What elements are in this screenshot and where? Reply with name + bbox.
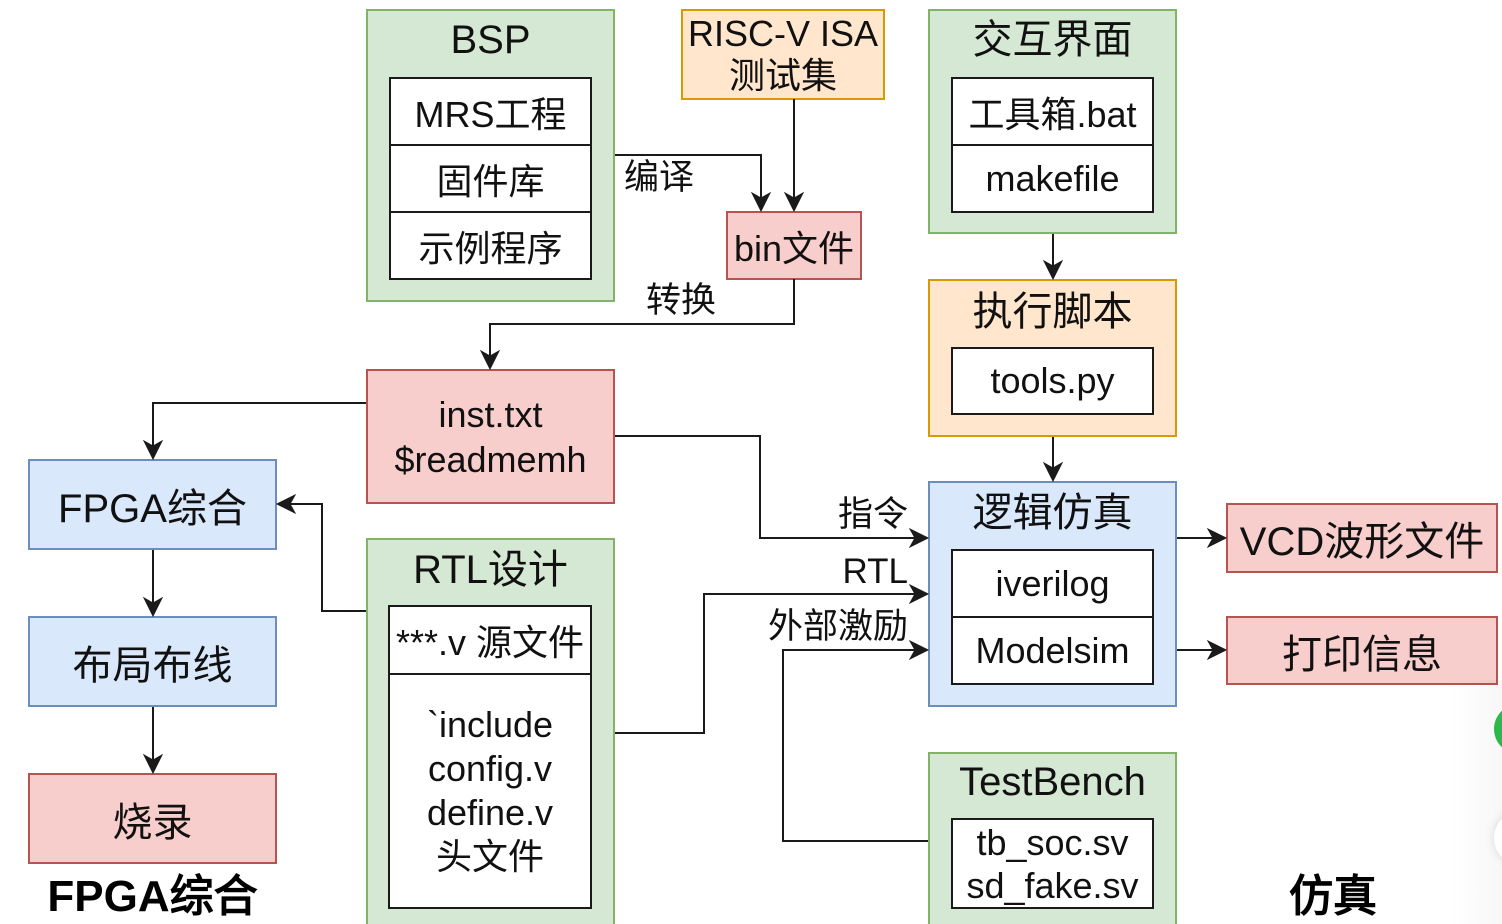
edge-place-route-to-program — [142, 707, 164, 775]
rtl-header-line: 头文件 — [435, 836, 544, 877]
inst-file-line: inst.txt — [438, 393, 543, 435]
exec-script-item: tools.py — [990, 360, 1115, 401]
logic-sim-title: 逻辑仿真 — [972, 491, 1133, 535]
print-info-node: 打印信息 — [1226, 616, 1498, 685]
white-circle-icon[interactable] — [1494, 811, 1502, 865]
fpga-section-title: FPGA综合 — [47, 872, 258, 921]
exec-script-group: 执行脚本 tools.py — [928, 279, 1177, 437]
arrowhead — [908, 583, 930, 605]
ui-item-list: 工具箱.bat makefile — [951, 77, 1154, 213]
bsp-group: BSP MRS工程 固件库 示例程序 — [366, 9, 615, 302]
rtl-header-line: `include — [426, 704, 554, 745]
arrowhead — [908, 527, 930, 549]
edge-line — [290, 503, 366, 612]
bsp-title: BSP — [450, 18, 531, 62]
logic-sim-group: 逻辑仿真 iverilog Modelsim — [928, 481, 1177, 707]
arrowhead — [1042, 259, 1064, 281]
edge-logic-sim-to-print-info — [1177, 639, 1228, 661]
fpga-synth-label: FPGA综合 — [58, 486, 247, 531]
arrowhead — [1206, 639, 1228, 661]
rtl-header-line: config.v — [427, 748, 553, 789]
testbench-file: sd_fake.sv — [966, 864, 1139, 906]
riscv-test-suite-node: RISC-V ISA 测试集 — [681, 9, 885, 100]
arrowhead — [479, 349, 501, 371]
green-circle-icon[interactable] — [1494, 704, 1502, 754]
fpga-synth-node: FPGA综合 — [28, 459, 277, 550]
floating-toolbar-backdrop — [1450, 680, 1502, 924]
edge-logic-sim-to-vcd — [1177, 527, 1228, 549]
bsp-item: MRS工程 — [414, 93, 567, 135]
ui-group: 交互界面 工具箱.bat makefile — [928, 9, 1177, 234]
testbench-files: tb_soc.sv sd_fake.sv — [953, 820, 1152, 907]
rtl-header-files: `include config.v define.v 头文件 — [390, 673, 590, 907]
bin-file-node: bin文件 — [726, 211, 862, 280]
edge-ui-to-exec-script — [1042, 234, 1064, 281]
ui-title: 交互界面 — [972, 18, 1133, 62]
arrowhead — [142, 753, 164, 775]
rtl-header-line: define.v — [426, 792, 554, 833]
riscv-test-suite-line: RISC-V ISA — [687, 12, 879, 54]
edge-label-rtl: RTL — [842, 552, 909, 591]
edge-riscv-tests-to-bin — [783, 99, 805, 213]
ui-item: makefile — [953, 144, 1152, 211]
arrowhead — [275, 493, 297, 515]
arrowhead — [908, 639, 930, 661]
inst-file-line: $readmemh — [394, 438, 587, 480]
arrowhead — [750, 191, 772, 213]
testbench-file: tb_soc.sv — [976, 821, 1129, 863]
bin-file-label: bin文件 — [733, 227, 855, 269]
bsp-item-list: MRS工程 固件库 示例程序 — [389, 77, 592, 280]
exec-script-title: 执行脚本 — [972, 290, 1133, 334]
vcd-file-node: VCD波形文件 — [1226, 503, 1498, 573]
edge-label-compile: 编译 — [624, 158, 695, 197]
edge-rtl-to-fpga-synth — [275, 493, 366, 612]
edge-exec-script-to-logic-sim — [1042, 437, 1064, 483]
rtl-design-group: RTL设计 ***.v 源文件 `include config.v define… — [366, 538, 615, 924]
ui-item: 工具箱.bat — [968, 93, 1137, 135]
logic-sim-tool: Modelsim — [953, 616, 1152, 683]
bsp-item: 示例程序 — [391, 211, 590, 278]
edge-inst-to-fpga-synth — [142, 402, 366, 461]
arrowhead — [142, 439, 164, 461]
edge-label-instruction: 指令 — [837, 495, 908, 534]
edge-line — [152, 402, 366, 446]
place-route-label: 布局布线 — [72, 643, 233, 688]
print-info-label: 打印信息 — [1282, 632, 1442, 677]
testbench-title: TestBench — [959, 760, 1146, 804]
edge-label-convert: 转换 — [646, 281, 717, 320]
logic-sim-tool-list: iverilog Modelsim — [951, 549, 1154, 685]
program-label: 烧录 — [112, 800, 193, 845]
edge-testbench-to-logic-sim — [782, 639, 930, 842]
rtl-design-title: RTL设计 — [413, 548, 568, 592]
arrowhead — [1042, 461, 1064, 483]
bsp-item: 固件库 — [391, 144, 590, 211]
arrowhead — [1206, 527, 1228, 549]
edge-label-stimulus: 外部激励 — [767, 607, 908, 646]
arrowhead — [783, 191, 805, 213]
inst-file-node: inst.txt $readmemh — [366, 369, 615, 504]
simulation-section-title: 仿真 — [1289, 872, 1377, 921]
testbench-file-list: tb_soc.sv sd_fake.sv — [951, 818, 1154, 909]
edge-line — [782, 649, 928, 842]
logic-sim-tool: iverilog — [995, 562, 1110, 604]
exec-script-item-list: tools.py — [951, 347, 1154, 415]
edge-fpga-synth-to-place-route — [142, 550, 164, 618]
place-route-node: 布局布线 — [28, 616, 277, 707]
program-node: 烧录 — [28, 773, 277, 864]
rtl-file-list: ***.v 源文件 `include config.v define.v 头文件 — [388, 605, 592, 909]
testbench-group: TestBench tb_soc.sv sd_fake.sv — [928, 752, 1177, 924]
vcd-file-label: VCD波形文件 — [1239, 520, 1485, 564]
riscv-test-suite-line: 测试集 — [728, 54, 837, 96]
rtl-source-files: ***.v 源文件 — [395, 622, 585, 663]
arrowhead — [142, 596, 164, 618]
